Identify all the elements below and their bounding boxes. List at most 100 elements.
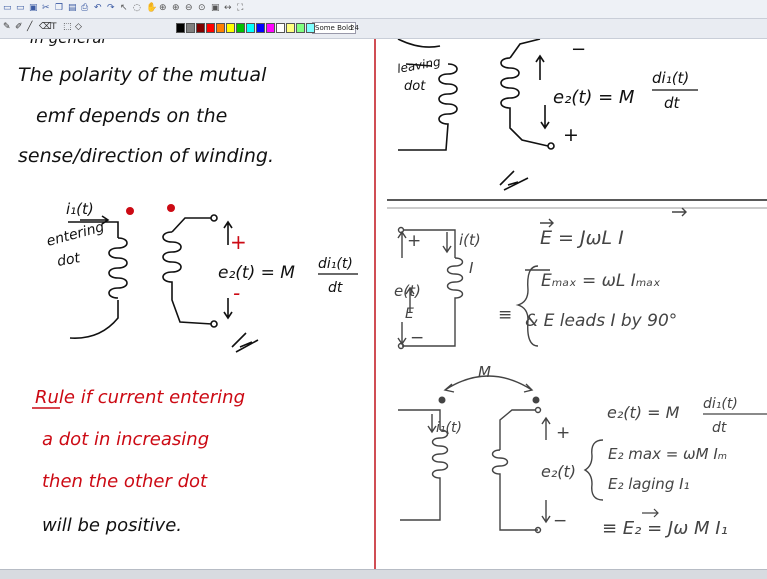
rule-line-4: will be positive. (42, 515, 182, 536)
entering-dot-label-1: entering (45, 219, 106, 250)
copy-icon[interactable]: ❐ (55, 3, 64, 13)
equivalence-sign: ≡ (498, 305, 512, 325)
leads-statement: & E leads I by 90° (525, 311, 677, 331)
select-icon[interactable]: ⬚ (63, 22, 72, 32)
left-current-label: i₁(t) (66, 200, 94, 218)
heading-cut: In general (30, 39, 107, 47)
zoom-out-icon[interactable]: ⊖ (185, 3, 193, 13)
zoom-in-icon[interactable]: ⊕ (172, 3, 180, 13)
mid-phasor-I: I (469, 259, 474, 277)
bottom-phasor-arrow (642, 508, 659, 518)
color-swatch[interactable] (246, 23, 255, 33)
highlighter-icon[interactable]: ✐ (15, 22, 23, 32)
color-swatch[interactable] (216, 23, 225, 33)
color-swatch[interactable] (296, 23, 305, 33)
color-swatch[interactable] (276, 23, 285, 33)
mid-current-label: i(t) (459, 231, 481, 249)
rule-line-3: then the other dot (42, 471, 208, 492)
color-swatch[interactable] (206, 23, 215, 33)
zoom-icon[interactable]: ⊕ (159, 3, 167, 13)
status-bar (0, 569, 767, 579)
leaving-dot-label-2: dot (404, 79, 426, 94)
entering-dot-label-2: dot (56, 250, 82, 270)
left-coils-diagram (68, 214, 259, 353)
new-icon[interactable]: ▭ (3, 3, 12, 13)
pointer-icon[interactable]: ↖ (120, 3, 128, 13)
left-equation-numerator: di₁(t) (318, 256, 353, 272)
paste-icon[interactable]: ▤ (68, 3, 77, 13)
zoom-page-icon[interactable]: ▣ (211, 3, 220, 13)
eraser-icon[interactable]: ⌫ (39, 22, 52, 32)
font-name-box[interactable]: Some Bold (312, 22, 356, 34)
bottom-equation-numerator: di₁(t) (703, 396, 738, 412)
emax-equation: Eₘₐₓ = ωL Iₘₐₓ (541, 271, 661, 291)
top-right-coils-diagram (397, 39, 555, 191)
bottom-minus: − (553, 511, 567, 531)
save-icon[interactable]: ▣ (29, 3, 38, 13)
e2max-equation: E₂ max = ωM Iₘ (608, 445, 727, 463)
color-swatch[interactable] (266, 23, 275, 33)
minus-red: - (233, 281, 240, 305)
bottom-emf-label: e₂(t) (541, 462, 576, 481)
bottom-dot-1 (438, 396, 446, 404)
undo-icon[interactable]: ↶ (94, 3, 102, 13)
mid-phasor-E: E (405, 306, 414, 322)
top-equation-numerator: di₁(t) (652, 69, 689, 87)
pen-icon[interactable]: ✎ (3, 22, 11, 32)
note-line-3: sense/direction of winding. (18, 145, 274, 167)
cut-icon[interactable]: ✂ (42, 3, 50, 13)
color-swatch[interactable] (176, 23, 185, 33)
plus-red: + (230, 230, 247, 254)
font-size[interactable]: 24 (350, 24, 359, 32)
inductor-diagram (397, 226, 464, 350)
rule-line-2: a dot in increasing (42, 429, 209, 450)
color-swatch[interactable] (256, 23, 265, 33)
bottom-phasor-equation: ≡ E₂ = Jω M I₁ (602, 518, 728, 539)
lasso-icon[interactable]: ◌ (133, 3, 141, 13)
top-plus: + (563, 124, 579, 146)
bottom-coils-diagram (398, 375, 604, 534)
text-icon[interactable]: T (51, 22, 57, 32)
line-icon[interactable]: ╱ (27, 22, 33, 32)
bottom-current-label: i₁(t) (436, 420, 462, 436)
dot-marker-1 (126, 207, 134, 215)
whiteboard-canvas[interactable]: In general The polarity of the mutual em… (0, 39, 767, 569)
top-equation: e₂(t) = M (553, 87, 635, 108)
hand-icon[interactable]: ✋ (146, 3, 158, 13)
open-icon[interactable]: ▭ (16, 3, 25, 13)
phasor-equation: E = JωL I (540, 227, 624, 249)
color-swatch[interactable] (226, 23, 235, 33)
top-equation-denominator: dt (664, 94, 681, 112)
e2-lagging-statement: E₂ laging I₁ (608, 475, 690, 493)
shape-icon[interactable]: ◇ (75, 22, 82, 32)
color-swatch[interactable] (286, 23, 295, 33)
mid-brace (515, 207, 687, 347)
main-toolbar: ▭▭▣✂❐▤⎙↶↷↖◌✋⊕⊕⊖⊙▣↔⛶ (0, 0, 767, 19)
left-equation: e₂(t) = M (218, 263, 295, 283)
color-swatch[interactable] (186, 23, 195, 33)
mid-plus: + (407, 231, 421, 251)
dot-marker-2 (167, 204, 175, 212)
note-line-1: The polarity of the mutual (18, 64, 267, 86)
rule-line-1: Rule if current entering (35, 387, 245, 408)
bottom-equation: e₂(t) = M (607, 403, 680, 422)
pen-toolbar: Some Bold 24 ✎ ✐ ╱ ⌫T ⬚◇ (0, 19, 767, 39)
leaving-dot-label-1: leaving (396, 55, 442, 76)
zoom-fit-icon[interactable]: ⊙ (198, 3, 206, 13)
note-line-2: emf depends on the (36, 105, 227, 127)
color-swatch[interactable] (236, 23, 245, 33)
top-minus: − (571, 39, 586, 60)
zoom-width-icon[interactable]: ↔ (224, 3, 232, 13)
mutual-M-label: M (478, 363, 491, 381)
bottom-equation-denominator: dt (712, 420, 727, 436)
bottom-plus: + (556, 423, 570, 443)
fullscreen-icon[interactable]: ⛶ (237, 3, 244, 13)
mid-minus: − (410, 328, 424, 348)
redo-icon[interactable]: ↷ (107, 3, 115, 13)
color-swatch[interactable] (306, 23, 315, 33)
bottom-dot-2 (532, 396, 540, 404)
mid-emf-label: e(t) (394, 282, 421, 300)
color-swatch[interactable] (196, 23, 205, 33)
left-equation-denominator: dt (328, 280, 343, 296)
print-icon[interactable]: ⎙ (81, 3, 89, 13)
